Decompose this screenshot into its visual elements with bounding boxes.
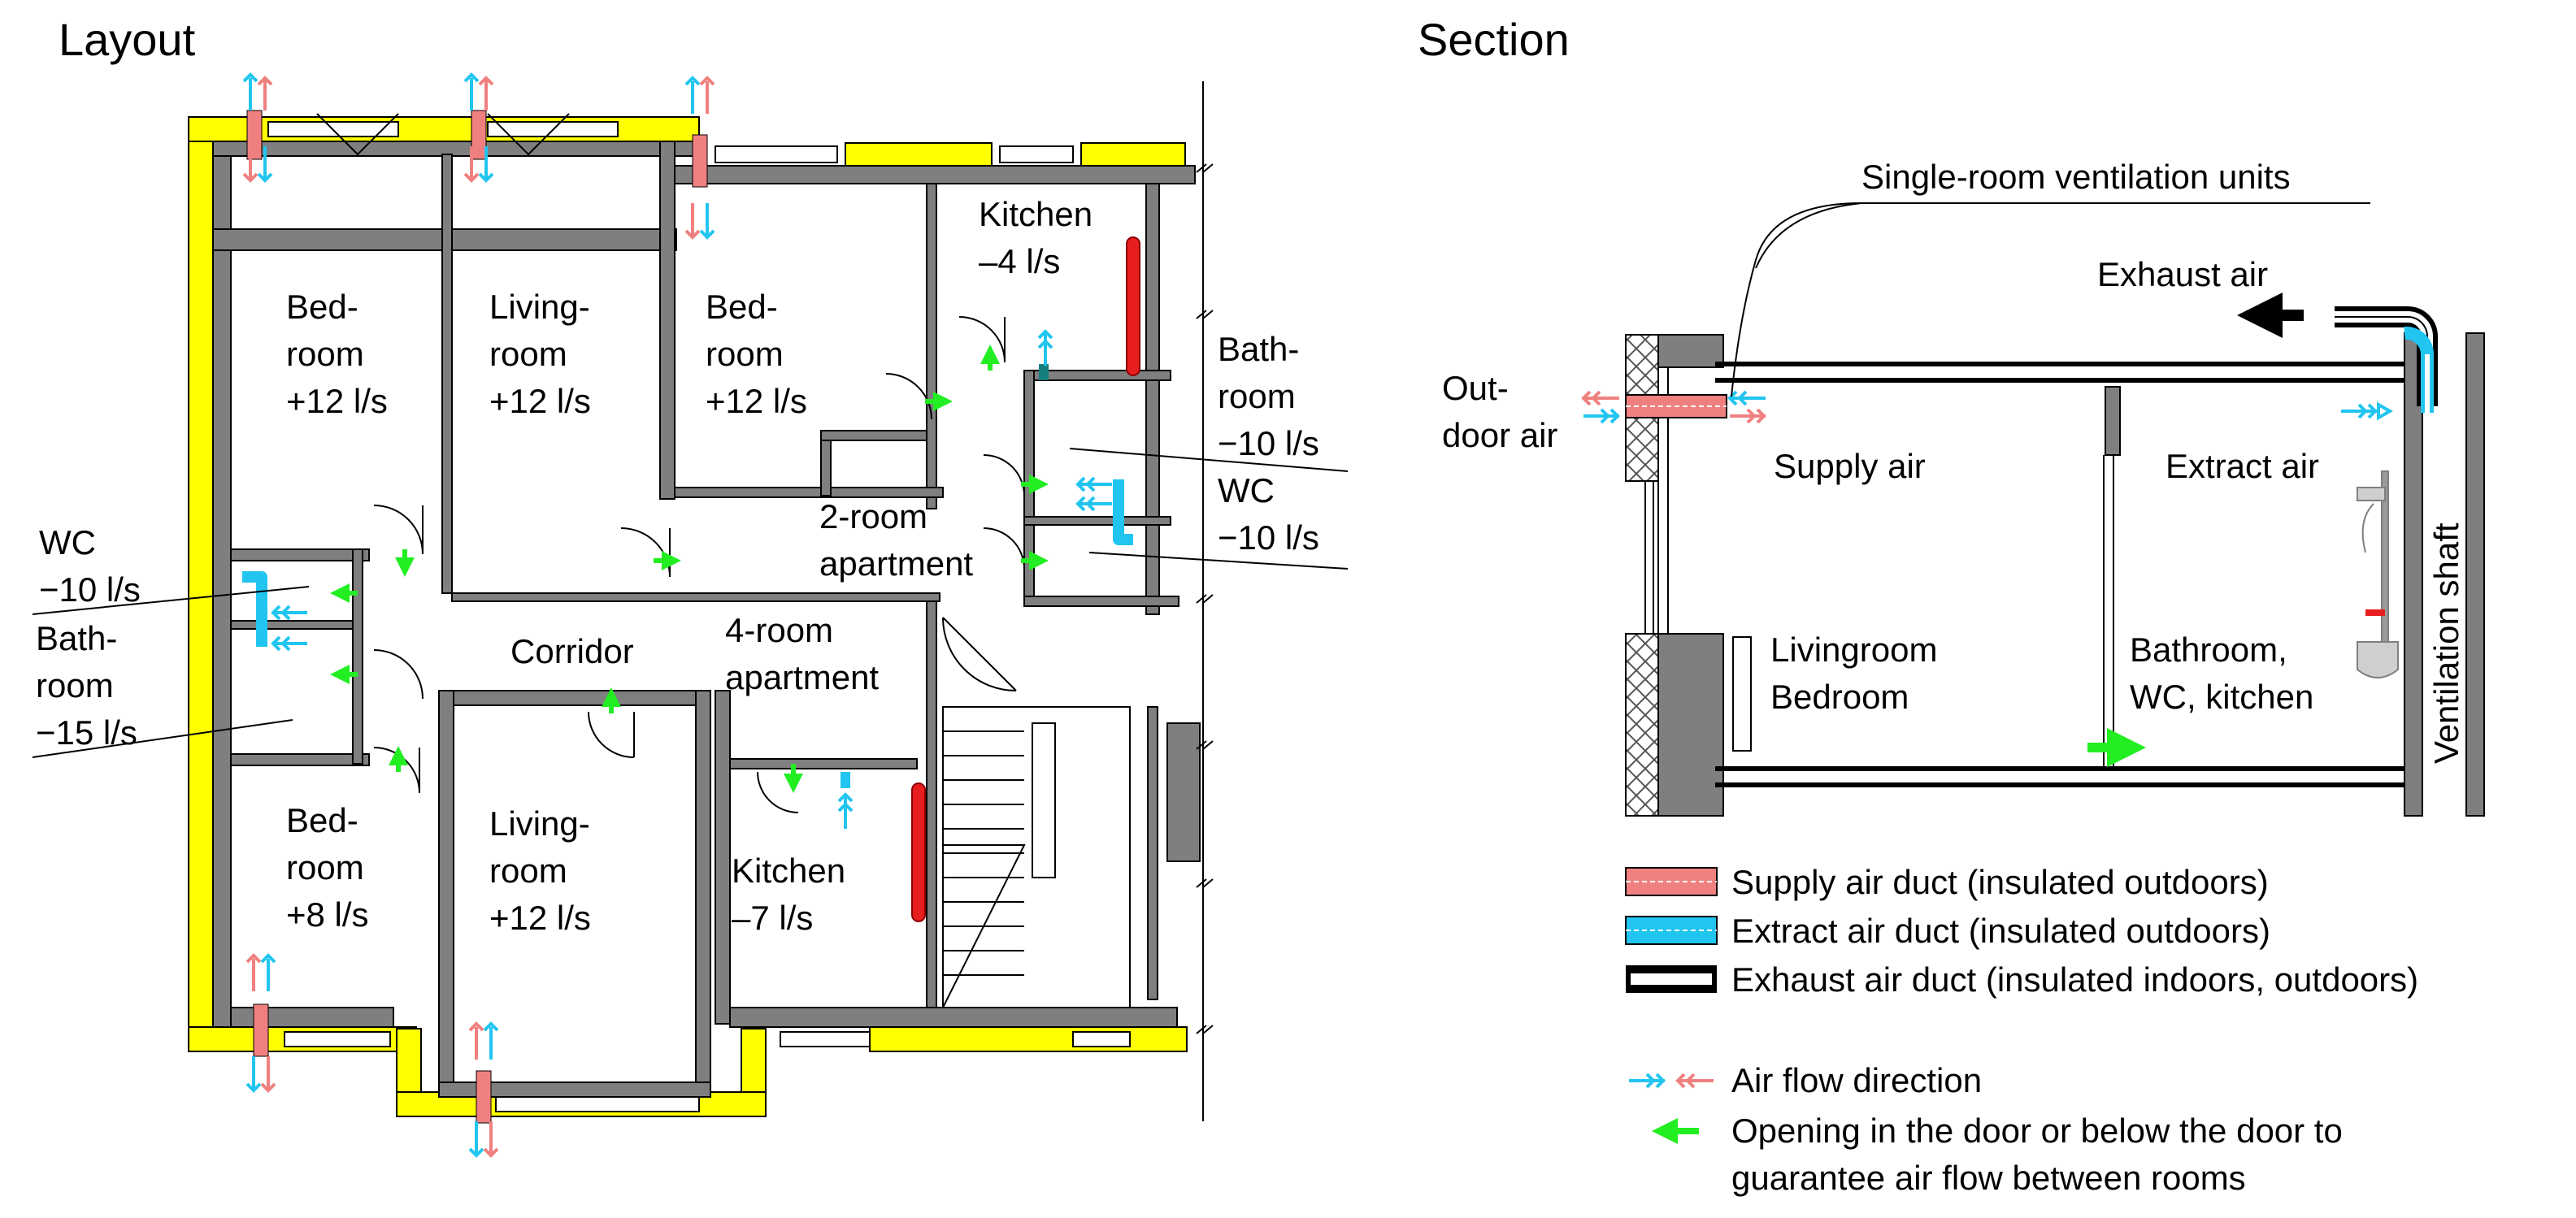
- staircase: [942, 706, 1131, 1008]
- apartment-4room-label: apartment: [725, 658, 879, 696]
- kitchen-s-label: Kitchen: [732, 852, 845, 890]
- legend-supply-label: Supply air duct (insulated outdoors): [1731, 863, 2269, 901]
- bathroom-w-label: room: [36, 666, 114, 704]
- kitchen-s-flow: –7 l/s: [732, 899, 813, 937]
- bedroom-sw-label: Bed-: [286, 801, 358, 839]
- legend-extract-swatch: [1625, 916, 1718, 945]
- outdoor-air-label: door air: [1442, 416, 1557, 454]
- bathroom-w-flow: −15 l/s: [36, 713, 137, 752]
- opening-arrows: [330, 345, 1049, 793]
- floor-plan: Layout Bed- room +12 l/s Living- room +1…: [32, 14, 1349, 1158]
- apartment-2room-label: 2-room: [819, 497, 927, 535]
- section-exhaust-duct: [2237, 293, 2438, 413]
- exhaust-air-label: Exhaust air: [2097, 255, 2268, 293]
- walls: [212, 141, 1201, 1098]
- layout-heading: Layout: [59, 14, 196, 65]
- bathroom-e-label: room: [1218, 377, 1296, 415]
- corridor-label: Corridor: [510, 632, 634, 670]
- bedroom-nw-label: room: [286, 335, 364, 373]
- legend-exhaust-label: Exhaust air duct (insulated indoors, out…: [1731, 960, 2418, 999]
- units-label: Single-room ventilation units: [1861, 158, 2291, 196]
- legend: Supply air duct (insulated outdoors) Ext…: [1625, 863, 2418, 1197]
- section-room-right: Bathroom,: [2130, 631, 2287, 669]
- bedroom-n2-label: Bed-: [706, 288, 778, 326]
- apartment-2room-label: apartment: [819, 544, 973, 583]
- break-lines: [1196, 81, 1214, 1121]
- section-labels: Single-room ventilation units Exhaust ai…: [1442, 158, 2465, 764]
- kitchen-ne-flow: –4 l/s: [979, 242, 1060, 280]
- bedroom-n2-flow: +12 l/s: [706, 382, 807, 420]
- legend-opening-label: guarantee air flow between rooms: [1731, 1159, 2246, 1197]
- legend-exhaust-swatch: [1626, 965, 1717, 993]
- section-supply-duct: [1625, 394, 1727, 418]
- legend-extract-label: Extract air duct (insulated outdoors): [1731, 912, 2270, 950]
- units-leader-line: [1755, 202, 1862, 269]
- livingroom-s-label: room: [489, 852, 567, 890]
- wc-e-label: WC: [1218, 471, 1275, 509]
- wc-w-label: WC: [39, 523, 96, 561]
- bedroom-n2-label: room: [706, 335, 784, 373]
- livingroom-n-label: Living-: [489, 288, 590, 326]
- section-drawing: Section: [1418, 14, 2485, 817]
- bedroom-sw-label: room: [286, 848, 364, 886]
- air-flow-markers: [242, 72, 1112, 1158]
- bedroom-nw-flow: +12 l/s: [286, 382, 388, 420]
- livingroom-n-label: room: [489, 335, 567, 373]
- bathroom-e-label: Bath-: [1218, 330, 1299, 368]
- livingroom-n-flow: +12 l/s: [489, 382, 591, 420]
- section-room-left: Bedroom: [1770, 678, 1909, 716]
- legend-airflow-label: Air flow direction: [1731, 1061, 1982, 1099]
- legend-opening-label: Opening in the door or below the door to: [1731, 1112, 2343, 1150]
- leader-lines: [32, 448, 1349, 758]
- outdoor-air-label: Out-: [1442, 369, 1509, 407]
- bedroom-nw-label: Bed-: [286, 288, 358, 326]
- supply-air-label: Supply air: [1774, 447, 1926, 485]
- legend-airflow-icon: [1629, 1073, 1714, 1089]
- plan-ducts: [242, 110, 1140, 1124]
- apartment-4room-label: 4-room: [725, 611, 833, 649]
- section-heading: Section: [1418, 14, 1570, 65]
- section-room-left: Livingroom: [1770, 631, 1937, 669]
- bathroom-e-flow: −10 l/s: [1218, 424, 1319, 462]
- livingroom-s-label: Living-: [489, 804, 590, 843]
- wc-e-flow: −10 l/s: [1218, 518, 1319, 557]
- units-leader-line: [1731, 202, 2370, 397]
- extract-air-label: Extract air: [2165, 447, 2319, 485]
- livingroom-s-flow: +12 l/s: [489, 899, 591, 937]
- kitchen-ne-label: Kitchen: [979, 195, 1093, 233]
- slabs: [1715, 362, 2411, 787]
- section-room-right: WC, kitchen: [2130, 678, 2313, 716]
- bathroom-w-label: Bath-: [36, 619, 117, 657]
- bedroom-sw-flow: +8 l/s: [286, 895, 369, 934]
- section-air-flow: [1581, 390, 2394, 424]
- legend-supply-swatch: [1625, 867, 1718, 896]
- shower-icon: [2357, 470, 2399, 678]
- wc-w-flow: −10 l/s: [39, 570, 141, 609]
- room-labels: Layout Bed- room +12 l/s Living- room +1…: [36, 14, 1319, 937]
- ventilation-shaft-label: Ventilation shaft: [2427, 522, 2465, 764]
